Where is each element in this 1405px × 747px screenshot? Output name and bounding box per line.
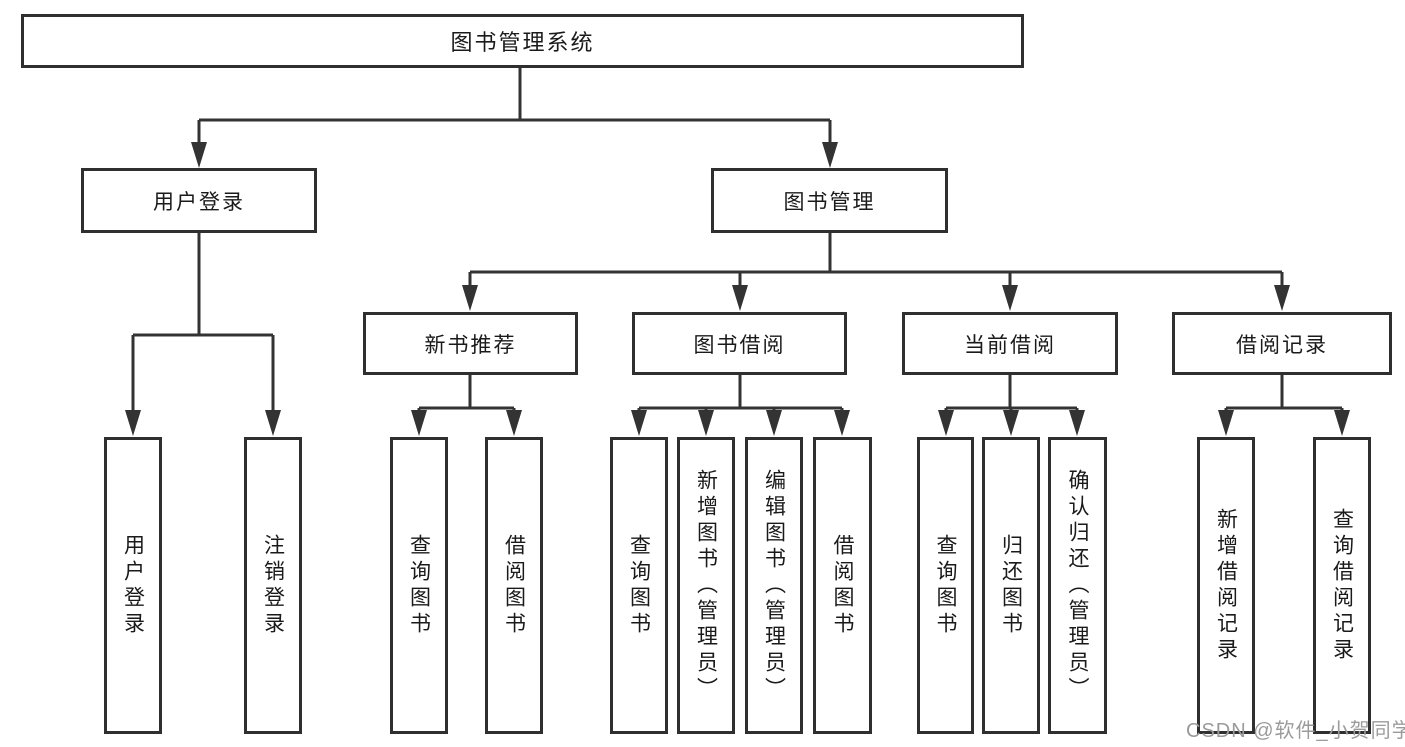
connector-current-borrowing-to-children <box>944 375 1079 415</box>
arrowhead-icon <box>411 410 427 436</box>
leaf-label: 归还图书 <box>999 533 1023 638</box>
leaf-label: 查询借阅记录 <box>1330 507 1354 664</box>
node-current-borrowing: 当前借阅 <box>902 312 1118 375</box>
node-label: 图书借阅 <box>693 333 786 357</box>
connector-user-login-to-children <box>131 233 275 415</box>
arrowhead-icon <box>462 285 478 311</box>
leaf-borrow-books-recommend: 借阅图书 <box>485 437 543 734</box>
leaf-query-books-current: 查询图书 <box>917 437 974 734</box>
leaf-label: 新增借阅记录 <box>1214 507 1238 664</box>
node-label: 图书管理系统 <box>450 30 595 55</box>
leaf-label: 编辑图书（管理员） <box>762 468 786 703</box>
arrowhead-icon <box>191 142 207 168</box>
leaf-label: 查询图书 <box>934 533 957 638</box>
arrowhead-icon <box>1218 410 1234 436</box>
node-borrowing-records: 借阅记录 <box>1172 312 1392 375</box>
leaf-add-books-admin: 新增图书（管理员） <box>677 437 735 734</box>
node-label: 新书推荐 <box>424 333 517 357</box>
csdn-watermark: CSDN @软件_小贺同学 <box>1186 720 1405 742</box>
arrowhead-icon <box>732 285 748 311</box>
connector-book-borrowing-to-children <box>637 375 844 415</box>
arrowhead-icon <box>1274 285 1290 311</box>
leaf-label: 查询图书 <box>407 533 431 638</box>
node-label: 图书管理 <box>783 190 876 214</box>
node-book-borrowing: 图书借阅 <box>632 312 847 375</box>
leaf-label: 新增图书（管理员） <box>694 468 718 703</box>
leaf-return-books: 归还图书 <box>982 437 1040 734</box>
arrowhead-icon <box>1003 410 1019 436</box>
arrowhead-icon <box>1069 410 1085 436</box>
arrowhead-icon <box>938 410 954 436</box>
connector-borrowing-records-to-children <box>1224 375 1344 415</box>
arrowhead-icon <box>265 410 281 436</box>
leaf-user-login: 用户登录 <box>104 437 162 734</box>
connector-book-management-to-sections <box>468 233 1284 290</box>
leaf-query-borrow-record: 查询借阅记录 <box>1313 437 1371 734</box>
node-user-login: 用户登录 <box>81 168 317 233</box>
leaf-edit-books-admin: 编辑图书（管理员） <box>745 437 803 734</box>
leaf-label: 借阅图书 <box>502 533 526 638</box>
node-label: 借阅记录 <box>1236 333 1328 357</box>
leaf-label: 用户登录 <box>121 533 145 638</box>
leaf-label: 查询图书 <box>627 533 651 638</box>
leaf-label: 注销登录 <box>261 533 285 638</box>
leaf-query-books-recommend: 查询图书 <box>390 437 448 734</box>
node-new-book-recommendation: 新书推荐 <box>363 312 578 375</box>
node-book-management: 图书管理 <box>711 168 948 233</box>
arrowhead-icon <box>125 410 141 436</box>
arrowhead-icon <box>631 410 647 436</box>
arrowhead-icon <box>506 410 522 436</box>
arrowhead-icon <box>1002 285 1018 311</box>
connector-new-book-recommendation-to-children <box>417 375 516 415</box>
arrowheads <box>125 142 1350 436</box>
leaf-label: 确认归还（管理员） <box>1066 468 1089 703</box>
connector-root-to-level2 <box>197 68 832 146</box>
node-library-system: 图书管理系统 <box>21 14 1024 68</box>
leaf-borrow-books-borrowing: 借阅图书 <box>813 437 872 734</box>
node-label: 当前借阅 <box>964 333 1056 357</box>
arrowhead-icon <box>834 410 850 436</box>
leaf-query-books-borrowing: 查询图书 <box>610 437 668 734</box>
node-label: 用户登录 <box>153 190 245 214</box>
arrowhead-icon <box>698 410 714 436</box>
leaf-add-borrow-record: 新增借阅记录 <box>1197 437 1255 734</box>
leaf-confirm-return-admin: 确认归还（管理员） <box>1048 437 1107 734</box>
leaf-label: 借阅图书 <box>831 533 854 638</box>
arrowhead-icon <box>1334 410 1350 436</box>
leaf-logout-login: 注销登录 <box>244 437 302 734</box>
arrowhead-icon <box>822 142 838 168</box>
arrowhead-icon <box>766 410 782 436</box>
